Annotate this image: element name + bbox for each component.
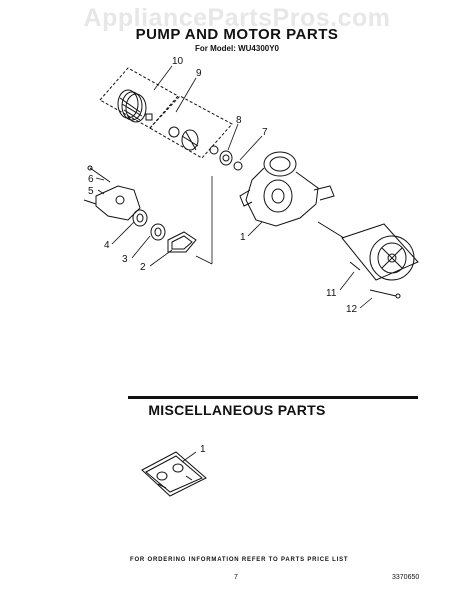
model-label: For Model: WU4300Y0 <box>194 44 279 53</box>
group-box-10 <box>99 67 179 129</box>
pump-housing-part-1 <box>239 151 335 227</box>
callout-7: 7 <box>262 127 268 138</box>
screw-part-12 <box>369 289 401 299</box>
document-number: 3370650 <box>392 574 420 581</box>
callout-11: 11 <box>326 288 337 299</box>
screw-part-6 <box>89 167 111 183</box>
callout-6: 6 <box>88 174 94 185</box>
impeller-part-9 <box>168 126 219 155</box>
leader-lines <box>95 65 373 309</box>
group-box-9 <box>149 95 233 159</box>
section-divider <box>128 396 418 399</box>
misc-callout-1: 1 <box>200 444 206 455</box>
pump-callouts: 10 9 8 7 6 5 4 3 2 1 11 12 <box>88 56 358 315</box>
gasket-part-2 <box>167 231 197 253</box>
misc-section-title: MISCELLANEOUS PARTS <box>148 402 326 418</box>
seal-part-8 <box>219 150 233 166</box>
washer-part-7 <box>233 161 243 171</box>
callout-1: 1 <box>240 232 246 243</box>
bearing-part-4 <box>132 209 148 227</box>
callout-8: 8 <box>236 115 242 126</box>
motor-part-11 <box>317 221 419 281</box>
page-number: 7 <box>234 574 238 581</box>
callout-2: 2 <box>140 262 146 273</box>
page-title: PUMP AND MOTOR PARTS <box>135 26 339 43</box>
callout-9: 9 <box>196 68 202 79</box>
callout-5: 5 <box>88 186 94 197</box>
callout-10: 10 <box>172 56 184 67</box>
misc-tray-part-1 <box>141 451 207 497</box>
seal-part-3 <box>150 223 166 241</box>
callout-12: 12 <box>346 304 358 315</box>
callout-4: 4 <box>104 240 110 251</box>
pulley-part-10 <box>117 89 153 123</box>
ordering-note: FOR ORDERING INFORMATION REFER TO PARTS … <box>130 557 349 563</box>
watermark-text: AppliancePartsPros.com <box>83 4 391 32</box>
callout-3: 3 <box>122 254 128 265</box>
